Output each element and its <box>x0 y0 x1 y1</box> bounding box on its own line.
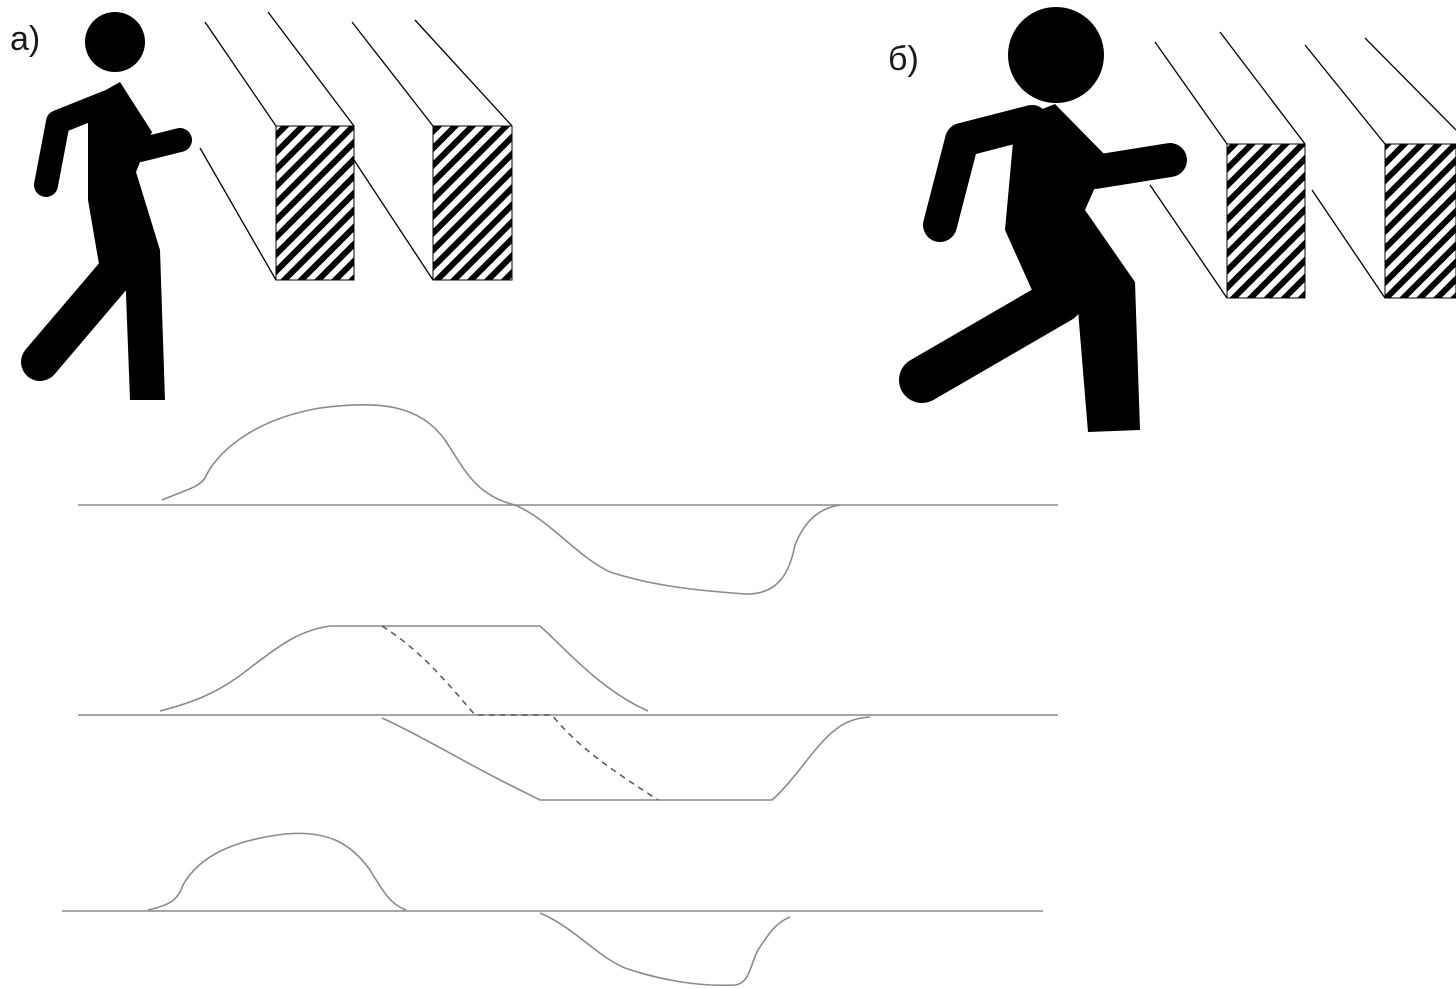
walking-person-icon <box>922 7 1170 432</box>
walking-person-icon <box>40 12 180 400</box>
hatched-post-icon <box>200 12 354 280</box>
negative-lobe <box>540 913 790 985</box>
dashed-transition <box>382 626 658 800</box>
hatched-post-icon <box>352 20 512 280</box>
signal-trace-1 <box>78 405 1058 594</box>
panel-a <box>40 12 512 400</box>
signal-trace-2 <box>78 626 1058 800</box>
signal-trace-3 <box>62 833 1043 985</box>
negative-lobe <box>515 505 840 594</box>
panel-b <box>922 7 1456 432</box>
positive-lobe <box>160 626 648 711</box>
negative-lobe <box>382 717 870 800</box>
positive-lobe <box>148 833 406 910</box>
positive-lobe <box>162 405 515 505</box>
hatched-post-icon <box>1305 38 1456 298</box>
